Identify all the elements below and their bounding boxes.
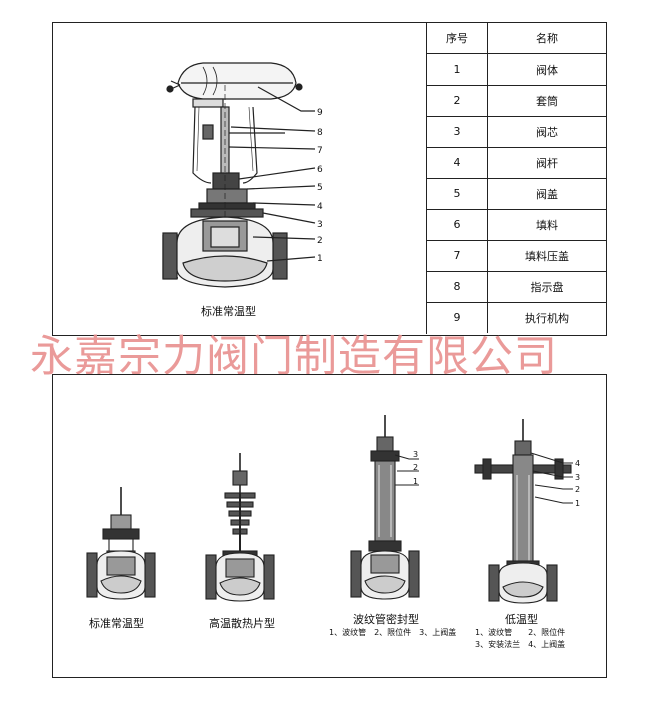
- table-row: 1 阀体: [427, 54, 607, 86]
- top-caption: 标准常温型: [201, 305, 256, 318]
- table-row: 3 阀芯: [427, 116, 607, 148]
- row-name: 阀芯: [536, 125, 558, 139]
- row-no: 3: [427, 116, 488, 147]
- callout-8: 8: [317, 128, 323, 138]
- callout-6: 6: [317, 165, 323, 175]
- callout-9: 9: [317, 108, 323, 118]
- row-no: 2: [427, 85, 488, 116]
- cryo-callout-1: 1: [575, 499, 580, 508]
- callout-1: 1: [317, 254, 323, 264]
- table-row: 8 指示盘: [427, 271, 607, 303]
- standard-valve-assembly-drawing: 9 8 7 6 5 4 3 2 1: [162, 62, 323, 288]
- row-name: 套筒: [536, 94, 558, 108]
- table-row: 9 执行机构: [427, 302, 607, 333]
- table-row: 6 填料: [427, 209, 607, 241]
- table-header-row: 序号 名称: [427, 22, 607, 54]
- top-drawing-panel: 9 8 7 6 5 4 3 2 1 标准常温型: [52, 22, 607, 336]
- callout-3: 3: [317, 220, 323, 230]
- caption-bellows-type: 波纹管密封型: [353, 613, 419, 626]
- bellows-callout-3: 3: [413, 450, 418, 459]
- row-no: 5: [427, 178, 488, 209]
- row-no: 6: [427, 209, 488, 240]
- header-no: 序号: [427, 22, 488, 53]
- row-name: 阀体: [536, 63, 558, 77]
- high-temp-fin-type-valve: [205, 453, 275, 602]
- caption-high-temp-type: 高温散热片型: [209, 617, 275, 630]
- callout-2: 2: [317, 236, 323, 246]
- table-row: 4 阀杆: [427, 147, 607, 179]
- cryo-callout-4: 4: [575, 459, 580, 468]
- row-name: 阀杆: [536, 156, 558, 170]
- row-name: 阀盖: [536, 187, 558, 201]
- bellows-callout-1: 1: [413, 477, 418, 486]
- cryo-parts-note-1: 1、波纹管 2、限位件: [475, 628, 566, 637]
- table-row: 2 套筒: [427, 85, 607, 117]
- callout-4: 4: [317, 202, 323, 212]
- cryo-parts-note-2: 3、安装法兰 4、上阀盖: [475, 640, 566, 649]
- row-no: 4: [427, 147, 488, 178]
- row-no: 1: [427, 54, 488, 85]
- caption-standard-type: 标准常温型: [89, 617, 144, 630]
- company-watermark: 永嘉宗力阀门制造有限公司: [30, 332, 558, 382]
- row-no: 8: [427, 271, 488, 302]
- header-name: 名称: [536, 31, 558, 45]
- table-row: 5 阀盖: [427, 178, 607, 210]
- bottom-drawing-panel: 3 2 1 4 3 2 1 标准常温型 高温散热片型 波纹管密封型 1、波纹管 …: [52, 374, 607, 678]
- bellows-seal-type-valve: [350, 415, 420, 600]
- standard-type-valve: [86, 487, 156, 600]
- callout-5: 5: [317, 183, 323, 193]
- row-name: 填料压盖: [525, 249, 569, 263]
- row-name: 执行机构: [525, 311, 569, 325]
- cryo-callout-2: 2: [575, 485, 580, 494]
- cryogenic-type-valve: [474, 419, 573, 604]
- table-row: 7 填料压盖: [427, 240, 607, 272]
- row-no: 9: [427, 302, 488, 333]
- parts-table: 序号 名称 1 阀体 2 套筒 3 阀芯 4 阀杆 5 阀盖 6 填料 7 填料…: [426, 22, 607, 334]
- row-name: 指示盘: [530, 280, 564, 294]
- bellows-parts-note: 1、波纹管 2、限位件 3、上阀盖: [329, 628, 457, 637]
- callout-7: 7: [317, 146, 323, 156]
- cryo-callout-3: 3: [575, 473, 580, 482]
- valve-variants-drawing: 3 2 1 4 3 2 1: [86, 415, 580, 604]
- bellows-callout-2: 2: [413, 463, 418, 472]
- caption-cryogenic-type: 低温型: [505, 613, 538, 626]
- row-name: 填料: [536, 218, 558, 232]
- row-no: 7: [427, 240, 488, 271]
